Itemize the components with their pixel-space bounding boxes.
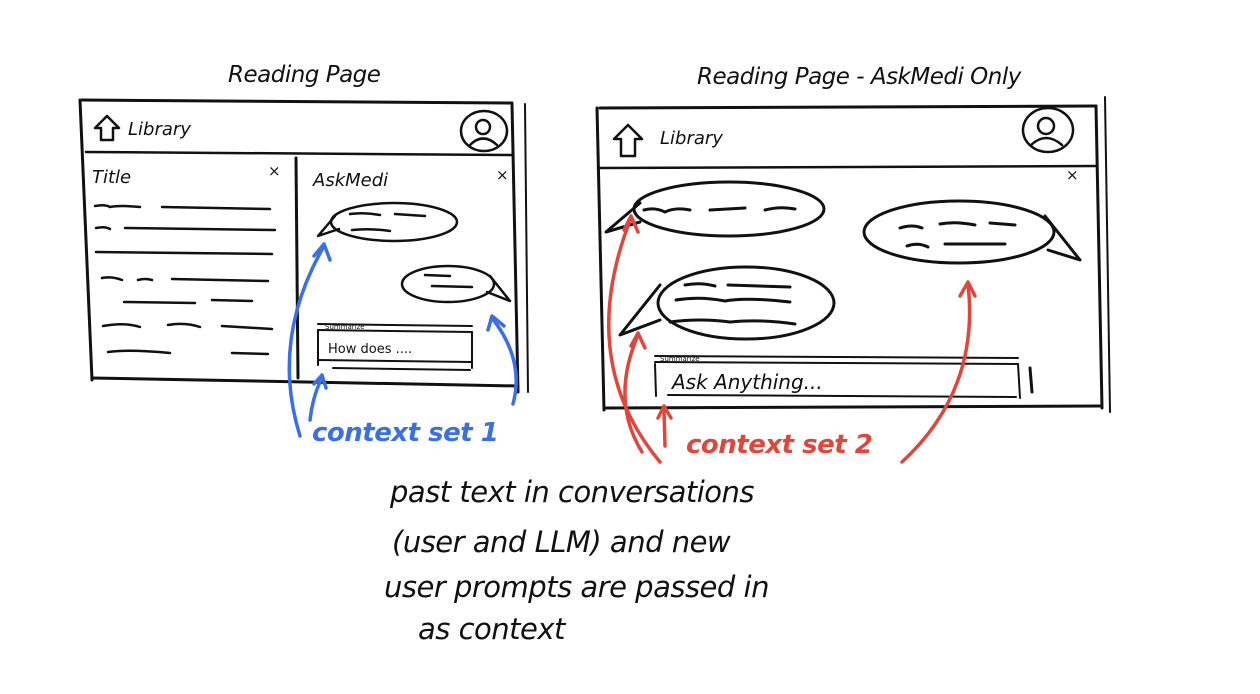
library-nav-link[interactable]: Library [660,128,723,149]
close-icon[interactable]: × [268,162,281,180]
right-summarize-bar [654,355,1034,399]
home-icon [612,123,644,158]
summarize-button[interactable]: Summarize [325,323,365,331]
right-chat-bubble-3 [618,265,836,341]
left-chat-bubble-llm [316,201,459,243]
right-chat-bubble-2 [862,199,1082,265]
context-set-2-arrows [607,214,977,464]
chat-close-icon[interactable]: × [496,166,509,184]
note-line-4: as context [418,612,565,646]
note-line-2: (user and LLM) and new [392,525,731,559]
right-heading: Reading Page - AskMedi Only [697,64,1021,90]
right-window-frame [595,96,1111,413]
context-set-2-label: context set 2 [686,430,873,460]
left-doc-text-lines [93,203,277,356]
chat-input-text[interactable]: How does .... [328,342,413,357]
user-avatar-icon [459,109,509,153]
context-set-1-label: context set 1 [312,418,499,448]
document-title: Title [92,167,132,188]
note-line-3: user prompts are passed in [384,570,769,604]
left-summarize-bar [317,323,473,371]
right-chat-bubble-1 [604,180,826,238]
chat-panel-header: AskMedi [313,170,389,191]
summarize-button[interactable]: Summarize [660,355,700,363]
left-heading: Reading Page [228,62,381,88]
context-set-1-arrows [287,242,518,438]
chat-input-text[interactable]: Ask Anything... [672,370,823,394]
close-icon[interactable]: × [1066,166,1079,184]
user-avatar-icon [1021,106,1075,154]
left-chat-bubble-user [400,264,512,304]
left-window-frame [78,98,529,394]
library-nav-link[interactable]: Library [128,119,191,140]
note-line-1: past text in conversations [390,475,755,509]
home-icon [93,114,121,142]
